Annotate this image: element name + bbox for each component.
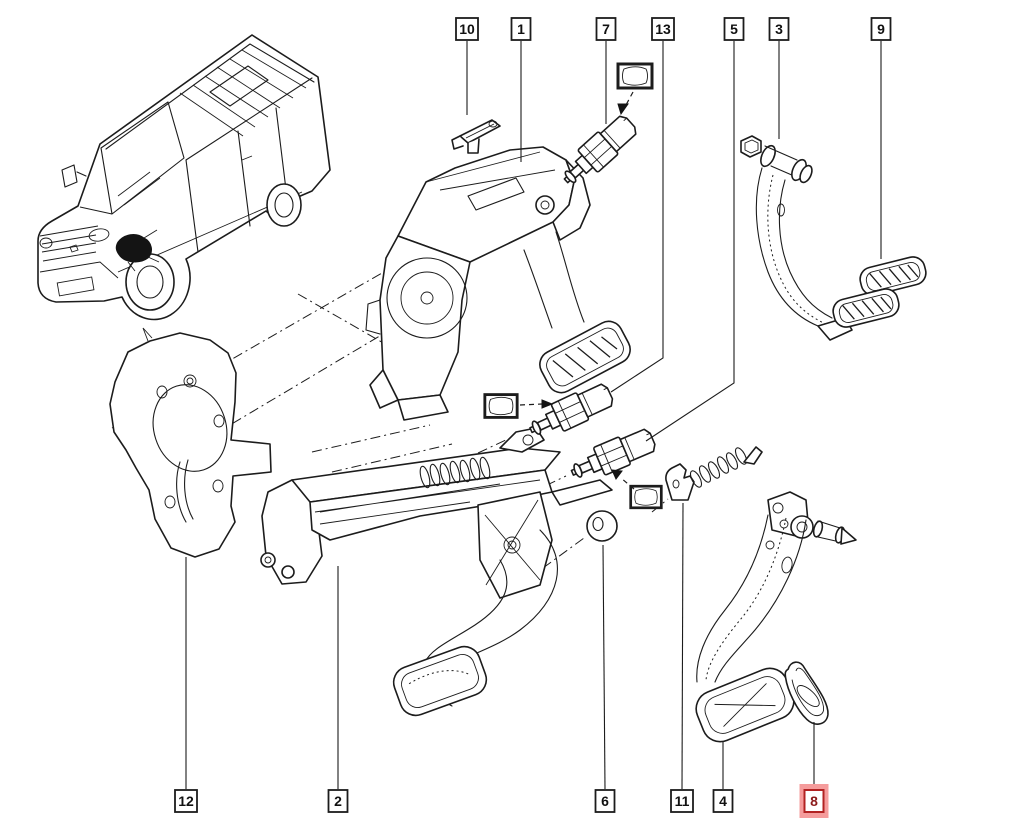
clutch-pedal-bracket-assembly [260, 427, 613, 717]
callout-box-5 [723, 17, 745, 41]
leader-line-5 [645, 41, 735, 442]
callout-box-10 [455, 17, 479, 41]
pedal-rubbers [829, 253, 930, 331]
leader-line-13 [610, 41, 664, 393]
callout-13[interactable]: 13 [610, 17, 675, 393]
retaining-clip [451, 119, 501, 154]
callout-number-5: 5 [730, 21, 738, 37]
pedal-pad-8 [784, 661, 829, 725]
callout-box-11 [670, 789, 694, 813]
sealant-symbol-lower [611, 469, 663, 510]
callout-number-7: 7 [602, 21, 610, 37]
callout-box-3 [768, 17, 790, 41]
vehicle-inset-van [37, 34, 331, 321]
callout-box-6 [594, 789, 616, 813]
callout-9[interactable]: 9 [870, 17, 892, 259]
leader-line-11 [681, 502, 684, 790]
callout-number-10: 10 [459, 21, 475, 37]
clutch-pedal-4-pad [695, 667, 795, 743]
callout-box-7 [595, 17, 617, 41]
callout-number-4: 4 [719, 793, 727, 809]
grommet [586, 510, 618, 542]
mounting-plate [109, 327, 272, 558]
callout-1[interactable]: 1 [510, 17, 532, 162]
callout-6[interactable]: 6 [594, 544, 616, 813]
clutch-pedal [695, 491, 857, 743]
callout-number-8: 8 [810, 793, 818, 809]
callout-box-8 [803, 789, 825, 813]
brake-pedal-1-pad [539, 320, 631, 394]
callout-box-1 [510, 17, 532, 41]
callout-number-9: 9 [877, 21, 885, 37]
callout-box-4 [712, 789, 734, 813]
leader-line-6 [602, 544, 606, 790]
callout-11[interactable]: 11 [670, 502, 694, 813]
callout-number-2: 2 [334, 793, 342, 809]
clutch-pedal-2-pad [392, 645, 488, 717]
callout-number-6: 6 [601, 793, 609, 809]
clutch-switch-lower [565, 424, 660, 488]
callout-3[interactable]: 3 [768, 17, 790, 139]
stop-lamp-switch [555, 110, 642, 193]
callout-4[interactable]: 4 [712, 742, 734, 813]
bracket-spring [419, 456, 491, 489]
callout-number-11: 11 [675, 793, 690, 809]
callout-10[interactable]: 10 [455, 17, 479, 115]
callout-number-13: 13 [655, 21, 671, 37]
callout-8[interactable]: 8 [799, 722, 829, 818]
callout-number-1: 1 [517, 21, 525, 37]
sealant-symbol-top [616, 62, 654, 116]
callout-box-9 [870, 17, 892, 41]
part-location-marker [115, 229, 160, 272]
callout-box-2 [327, 789, 349, 813]
callout-number-12: 12 [178, 793, 194, 809]
callout-box-13 [651, 17, 675, 41]
clevis-spring [665, 446, 763, 501]
callout-12[interactable]: 12 [174, 557, 198, 813]
brake-pedal-bracket-assembly [365, 146, 631, 421]
callout-7[interactable]: 7 [595, 17, 617, 124]
callouts-layer: 10 1 7 13 5 3 9 12 2 6 11 4 8 [174, 17, 892, 818]
callout-number-3: 3 [775, 21, 783, 37]
callout-2[interactable]: 2 [327, 566, 349, 813]
callout-5[interactable]: 5 [645, 17, 745, 442]
callout-box-12 [174, 789, 198, 813]
sealant-symbol-middle [483, 393, 554, 419]
